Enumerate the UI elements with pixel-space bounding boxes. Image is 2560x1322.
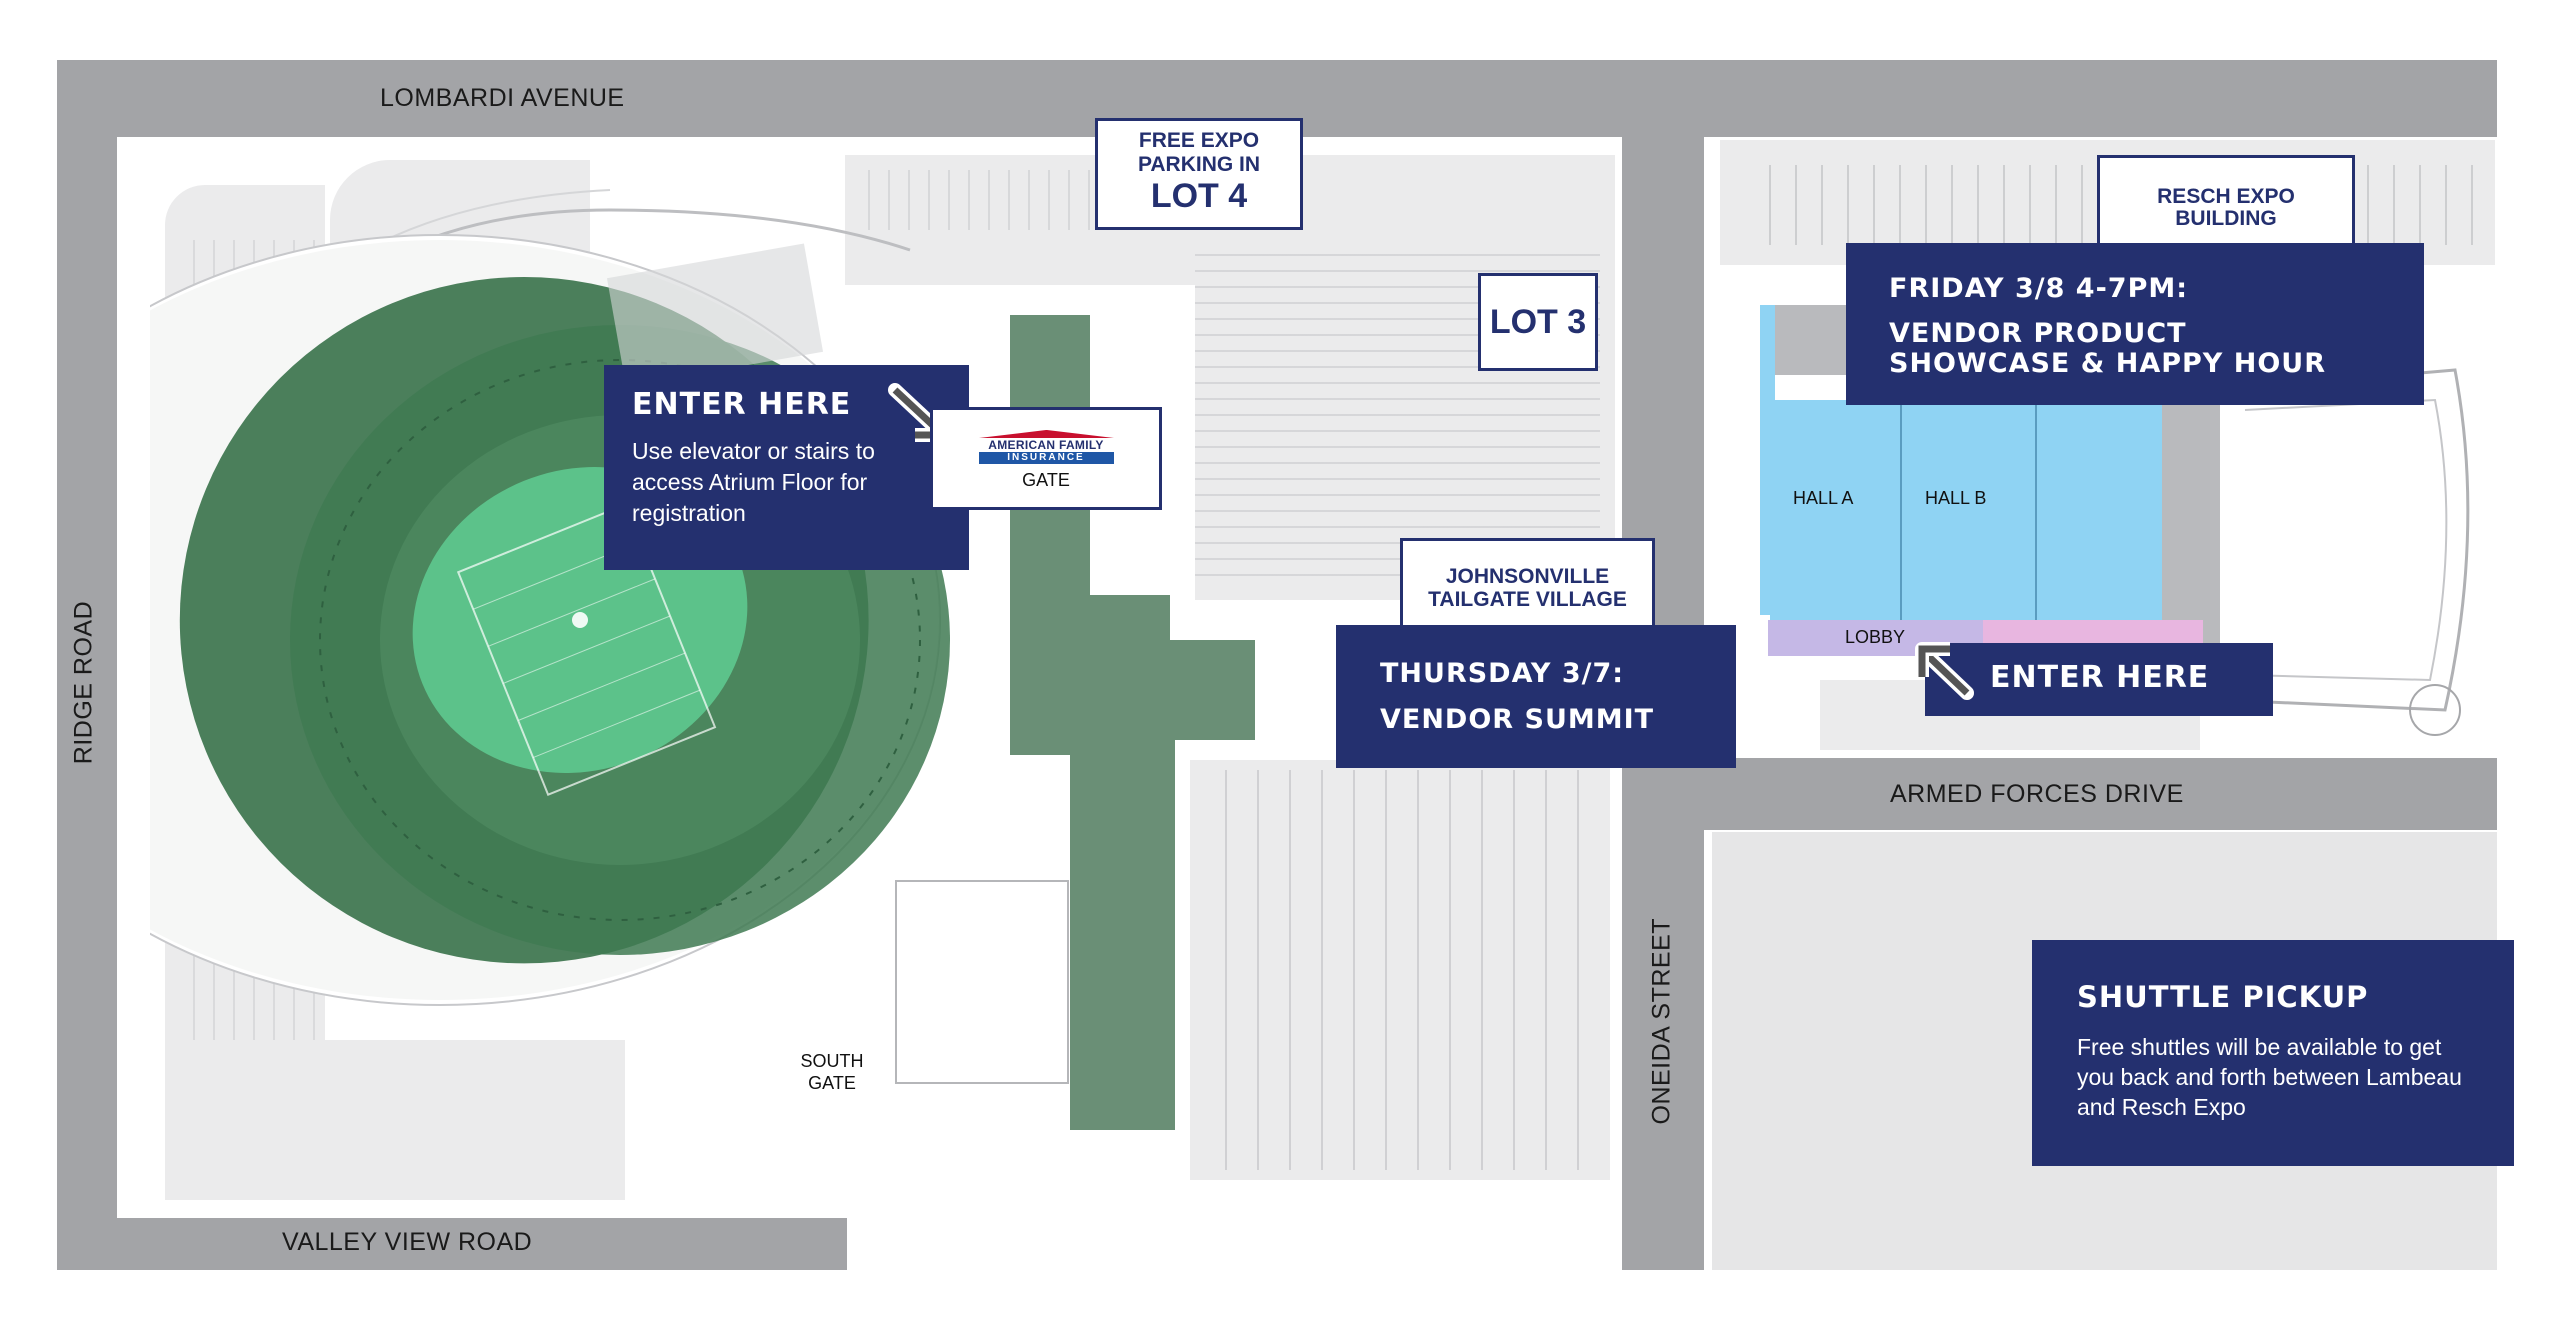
lot4-line1: FREE EXPO <box>1138 129 1260 152</box>
amfam-logo: AMERICAN FAMILY INSURANCE <box>978 430 1114 464</box>
hall-b-label: HALL B <box>1925 488 1987 508</box>
lobby-label: LOBBY <box>1845 627 1906 647</box>
friday-line3: SHOWCASE & HAPPY HOUR <box>1889 348 2327 379</box>
south-gate-label: SOUTH GATE <box>792 1050 872 1094</box>
amfam-roof-icon <box>978 430 1114 438</box>
road-armed-forces <box>1704 758 2497 830</box>
amfam-gate-callout: AMERICAN FAMILY INSURANCE GATE <box>930 407 1162 510</box>
road-label-ridge: RIDGE ROAD <box>69 600 98 765</box>
lot4-line2: PARKING IN <box>1137 153 1261 176</box>
service-building <box>895 880 1069 1084</box>
amfam-logo-line2: INSURANCE <box>978 452 1114 464</box>
hall-a-label: HALL A <box>1793 488 1854 508</box>
hall-a-floor <box>1770 400 1900 620</box>
johnsonville-line1: JOHNSONVILLE <box>1445 565 1610 588</box>
enter-here-stadium-title: ENTER HERE <box>632 387 852 422</box>
south-gate-line2: GATE <box>808 1073 856 1093</box>
lot3-callout: LOT 3 <box>1478 273 1598 371</box>
amfam-gate-label: GATE <box>1022 470 1070 490</box>
shuttle-body: Free shuttles will be available to get y… <box>2077 1034 2462 1120</box>
parking-lot-southwest <box>165 1040 625 1200</box>
thursday-callout: THURSDAY 3/7: VENDOR SUMMIT <box>1336 625 1736 768</box>
south-gate-line1: SOUTH <box>800 1051 864 1071</box>
friday-callout: FRIDAY 3/8 4-7PM: VENDOR PRODUCT SHOWCAS… <box>1846 243 2424 405</box>
shuttle-pickup-callout: SHUTTLE PICKUP Free shuttles will be ava… <box>2032 940 2514 1166</box>
arrow-up-left-icon <box>1915 642 1974 700</box>
friday-line2: VENDOR PRODUCT <box>1889 318 2187 349</box>
road-label-oneida: ONEIDA STREET <box>1647 917 1676 1125</box>
lot4-callout: FREE EXPO PARKING IN LOT 4 <box>1095 118 1303 230</box>
thursday-line2: VENDOR SUMMIT <box>1380 704 1655 735</box>
resch-arena-outline <box>2224 368 2470 736</box>
lot4-line3: LOT 4 <box>1150 177 1248 215</box>
lot3-label: LOT 3 <box>1489 302 1587 341</box>
resch-annex-east <box>2160 405 2220 645</box>
road-label-valley-view: VALLEY VIEW ROAD <box>282 1228 533 1256</box>
enter-here-resch-callout: ENTER HERE <box>1925 643 2273 716</box>
atrium-hall-south <box>1070 720 1175 1130</box>
enter-here-stadium-body: Use elevator or stairs to access Atrium … <box>632 438 875 526</box>
resch-line2: BUILDING <box>2175 207 2277 230</box>
friday-line1: FRIDAY 3/8 4-7PM: <box>1889 273 2189 304</box>
amfam-logo-line1: AMERICAN FAMILY <box>988 438 1104 452</box>
road-frame-bottom <box>57 1218 847 1270</box>
shuttle-title: SHUTTLE PICKUP <box>2077 980 2369 1014</box>
parking-stalls-southeast <box>1195 770 1595 1170</box>
hall-b-floor <box>1900 400 2037 620</box>
road-frame-left <box>57 60 117 1270</box>
atrium-porch <box>1170 640 1255 740</box>
hall-west-wing <box>1760 305 1775 615</box>
concourse-area <box>1983 620 2203 646</box>
road-label-armed-forces: ARMED FORCES DRIVE <box>1890 780 2184 808</box>
hall-c-floor <box>2035 400 2162 620</box>
enter-here-resch-title: ENTER HERE <box>1990 660 2210 695</box>
road-label-lombardi: LOMBARDI AVENUE <box>380 84 625 112</box>
thursday-line1: THURSDAY 3/7: <box>1380 658 1625 689</box>
johnsonville-callout: JOHNSONVILLE TAILGATE VILLAGE <box>1400 538 1655 638</box>
johnsonville-line2: TAILGATE VILLAGE <box>1428 588 1627 611</box>
resch-building-callout: RESCH EXPO BUILDING <box>2097 155 2355 260</box>
resch-line1: RESCH EXPO <box>2157 185 2295 208</box>
